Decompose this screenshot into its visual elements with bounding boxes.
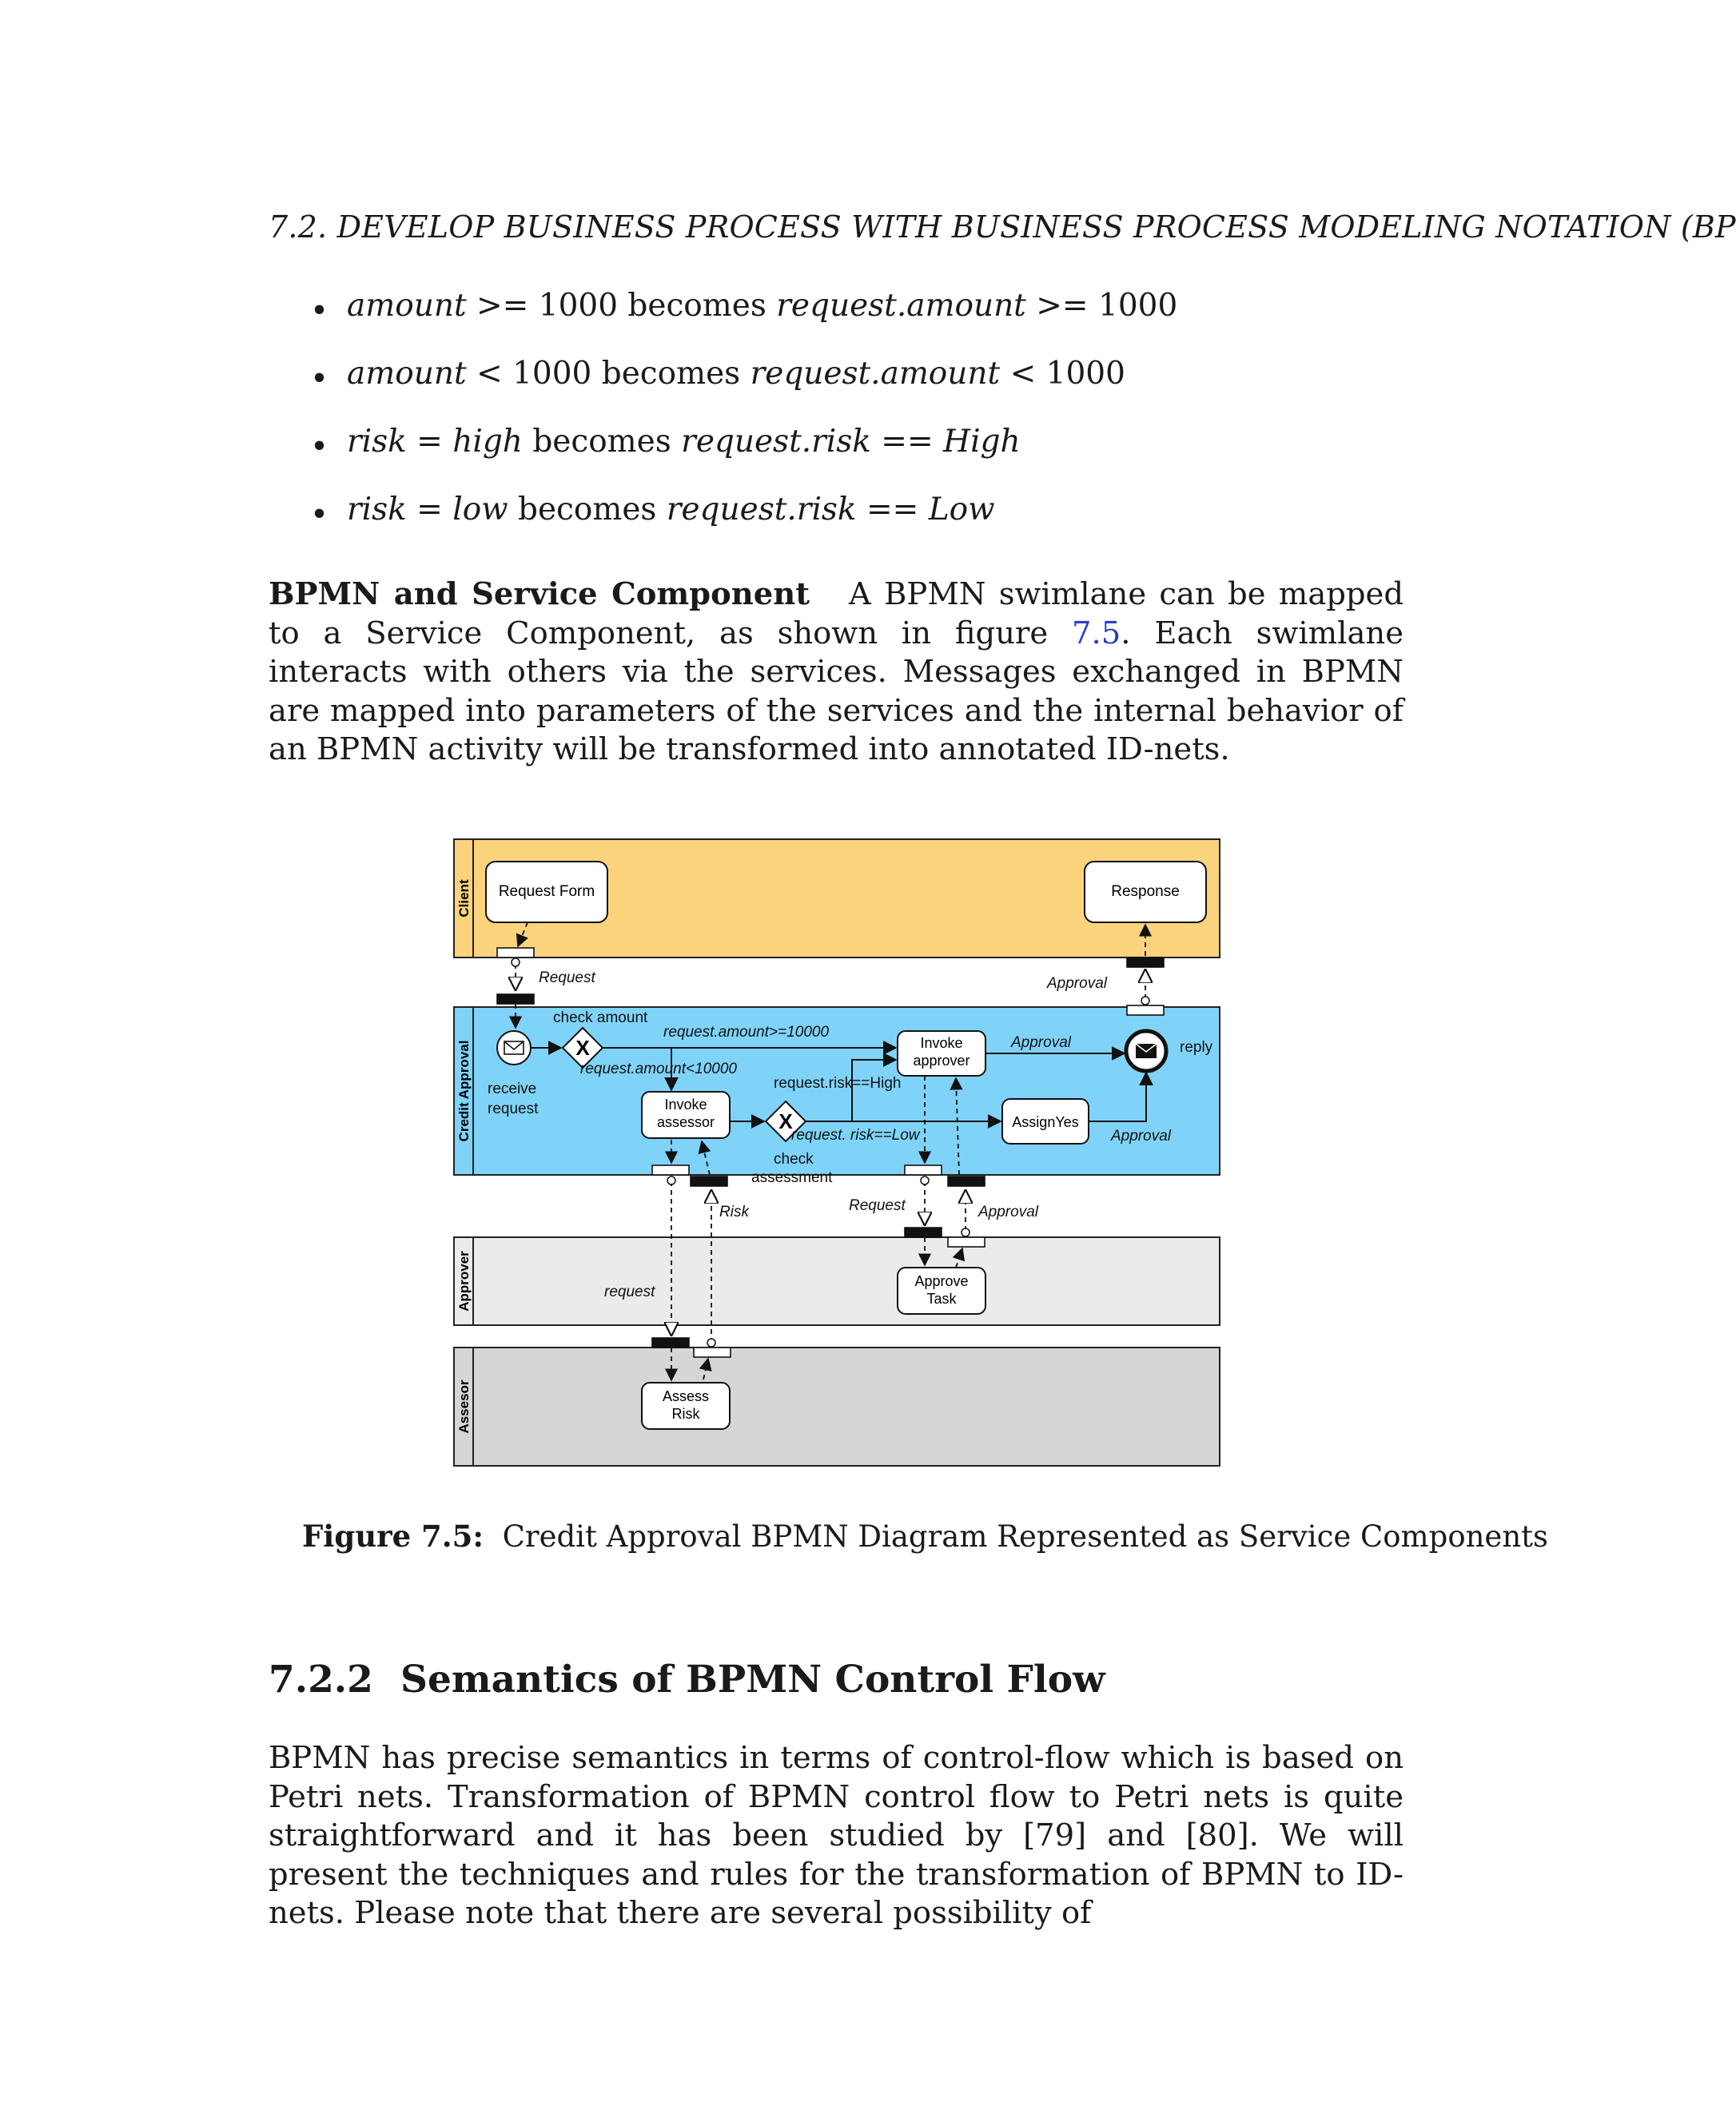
figure-caption: Figure 7.5: Credit Approval BPMN Diagram… [302,1519,1548,1554]
bullet-icon: • [310,361,329,397]
task-request-form: Request Form [485,861,608,923]
task-assess-risk: Assess Risk [641,1382,731,1430]
condition-mid: becomes [508,492,667,528]
task-assign-yes-label: AssignYes [1012,1114,1078,1130]
condition-lhs: amount [347,288,467,324]
condition-rhs: request.risk == High [681,424,1021,460]
control-flow-paragraph: BPMN has precise semantics in terms of c… [269,1740,1404,1931]
label-approval-top: Approval [1046,975,1108,992]
condition-tail: < 1000 [1000,356,1125,392]
figure-caption-label: Figure 7.5: [302,1519,484,1554]
lane-assessor-label: Assesor [456,1379,472,1433]
condition-mid: >= 1000 becomes [466,288,777,324]
task-response-label: Response [1111,883,1180,900]
condition-rhs: request.amount [750,356,1001,392]
message-flows [516,922,1145,1382]
label-approval-flow: Approval [1110,1128,1172,1145]
label-receive-request: receive [488,1081,536,1097]
label-approval-flow: Approval [1010,1034,1072,1051]
gateway-mark: X [778,1109,793,1133]
condition-tail: >= 1000 [1025,288,1178,324]
diagram-labels: Request Approval check amount request.am… [488,969,1213,1300]
condition-rhs: request.amount [776,288,1026,324]
gateway-check-assessment-icon: X [764,1100,807,1143]
task-assign-yes: AssignYes [1001,1098,1089,1145]
task-approve-task: Approve Task [897,1267,986,1315]
lane-assessor-bg [453,1347,1220,1467]
label-reply: reply [1180,1039,1213,1056]
port-circles [511,957,1150,1348]
condition-mid: < 1000 becomes [466,356,751,392]
label-receive-request: request [488,1101,539,1117]
label-risk-high: request.risk==High [774,1075,901,1092]
section-heading: 7.2.2 Semantics of BPMN Control Flow [269,1658,1105,1702]
condition-lhs: risk = low [347,492,508,528]
paragraph-heading: BPMN and Service Component [269,576,810,612]
label-amount-low: request.amount<10000 [580,1061,737,1077]
end-event-envelope-icon [1124,1029,1169,1073]
gateway-check-amount-icon: X [561,1026,604,1069]
running-head: 7.2. DEVELOP BUSINESS PROCESS WITH BUSIN… [269,209,1736,245]
label-request: Request [539,969,595,986]
task-label-line: Assess [663,1388,709,1404]
label-request-approver: Request [849,1197,906,1214]
bullet-icon: • [310,429,329,465]
task-invoke-approver: Invoke approver [897,1030,986,1077]
task-label-line: Approve [914,1273,968,1289]
message-ports [496,947,1165,1358]
gateway-mark: X [575,1036,590,1060]
figure-link[interactable]: 7.5 [1072,615,1121,651]
start-event-envelope-icon [496,1030,532,1065]
bullet-icon: • [310,293,329,329]
task-label-line: Invoke [664,1097,707,1113]
label-risk: Risk [719,1204,750,1220]
lane-approver-label: Approver [456,1251,472,1312]
label-request-assessor: request [604,1284,655,1300]
paragraph-text: A BPMN swimlane can be mapped to a Servi… [269,576,1404,651]
section-number: 7.2.2 [269,1658,373,1702]
task-response: Response [1084,861,1207,923]
section-title: Semantics of BPMN Control Flow [400,1658,1105,1702]
task-label-line: assessor [657,1114,715,1130]
sequence-flows [531,1041,1153,1129]
task-request-form-label: Request Form [499,883,595,900]
task-label-line: Task [926,1291,957,1307]
condition-lhs: amount [347,356,467,392]
condition-mid: becomes [522,424,682,460]
task-label-line: Risk [672,1406,701,1422]
label-check-assessment: assessment [751,1169,833,1186]
condition-rhs: request.risk == Low [666,492,995,528]
task-label-line: approver [913,1053,970,1069]
paragraph-text: . Each swimlane interacts with others vi… [269,615,1404,768]
label-approval-approver: Approval [977,1204,1039,1220]
condition-lhs: risk = high [347,424,523,460]
lane-assessor: Assesor [453,1347,1220,1467]
lane-approver-bg [453,1236,1220,1326]
label-check-assessment: check [774,1151,814,1168]
lane-credit-label: Credit Approval [456,1041,472,1142]
figure-caption-text: Credit Approval BPMN Diagram Represented… [502,1519,1549,1554]
bpmn-diagram: Client Credit Approval Approver Assesor … [453,838,1220,1467]
bullet-icon: • [310,497,329,533]
lane-client-label: Client [456,879,472,918]
task-invoke-assessor: Invoke assessor [641,1091,731,1139]
label-amount-high: request.amount>=10000 [663,1024,829,1041]
lane-approver: Approver [453,1236,1220,1326]
label-check-amount: check amount [553,1009,648,1026]
bpmn-service-paragraph: BPMN and Service Component A BPMN swimla… [269,575,1404,770]
label-risk-low: request. risk==Low [791,1127,921,1144]
task-label-line: Invoke [920,1035,962,1051]
